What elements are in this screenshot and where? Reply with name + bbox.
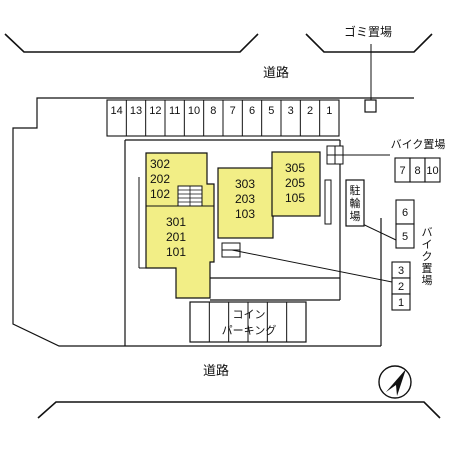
buildings: [138, 151, 321, 299]
unit-101: 101: [166, 245, 186, 259]
bicycle-rack-strip: [324, 179, 332, 225]
bike-right-lower-slot-3: 3: [398, 265, 404, 277]
parking-slot-1: 1: [326, 105, 332, 117]
road-upper-left-edge: [4, 33, 259, 53]
parking-slot-13: 13: [130, 105, 142, 117]
unit-103: 103: [235, 207, 255, 221]
garbage-box: [364, 99, 377, 113]
unit-102: 102: [150, 187, 170, 201]
coin-parking: コイン パーキング: [189, 301, 307, 343]
parking-slot-3: 3: [288, 105, 294, 117]
unit-105: 105: [285, 191, 305, 205]
building-right: [271, 151, 321, 217]
parking-slot-10: 10: [188, 105, 200, 117]
bike-top-slot-box: [424, 157, 441, 183]
roads: [4, 33, 441, 419]
unit-302: 302: [150, 157, 170, 171]
parking-slot-5: 5: [268, 105, 274, 117]
bike-right-slot-box: [395, 223, 415, 249]
bike-right-lower-slot-2: 2: [398, 281, 404, 293]
bike-right-lower-slot-1: 1: [398, 297, 404, 309]
bike-top-slot-8: 8: [414, 165, 420, 177]
site-outline: [12, 97, 414, 347]
parking-slot-2: 2: [307, 105, 313, 117]
north-arrow-icon: [378, 365, 412, 399]
bike-top-slot-10: 10: [426, 165, 438, 177]
coin-parking-stalls: [208, 302, 288, 342]
building-middle: [217, 167, 274, 239]
parking-slot-12: 12: [149, 105, 161, 117]
bike-parking-right-label: バイク置場: [422, 226, 433, 287]
bike-right-lower-slot-box: [391, 293, 411, 311]
road-label-bottom: 道路: [203, 363, 229, 379]
bicycle-parking-label: 駐輪場: [350, 183, 361, 223]
bike-parking-right: 65 321 バイク置場: [391, 199, 433, 311]
parking-slot-7: 7: [230, 105, 236, 117]
stair-treads: [178, 186, 202, 206]
parking-top-slots: 14 13 12 11 10 8 7 6 5 3 2 1: [111, 100, 332, 136]
garbage-area: ゴミ置場: [344, 24, 392, 113]
bike-right-lower-slots: 3 2 1: [391, 261, 411, 311]
unit-205: 205: [285, 176, 305, 190]
bike-right-upper-slots: 65: [395, 199, 415, 249]
coin-parking-label-2: パーキング: [222, 323, 277, 337]
road-lower-edge: [37, 401, 441, 419]
parking-top-row: 14 13 12 11 10 8 7 6 5 3 2 1: [106, 99, 340, 137]
bike-top-slot-7: 7: [399, 165, 405, 177]
unit-301: 301: [166, 215, 186, 229]
fixtures: [221, 145, 344, 258]
garbage-label: ゴミ置場: [344, 24, 392, 39]
bike-parking-top-label: バイク置場: [391, 138, 446, 151]
site-boundary: [12, 97, 414, 347]
bike-right-slot-6: 6: [402, 207, 408, 219]
parking-slot-8: 8: [210, 105, 216, 117]
unit-202: 202: [150, 172, 170, 186]
bike-right-slot-5: 5: [402, 231, 408, 243]
parking-slot-11: 11: [169, 105, 180, 117]
unit-305: 305: [285, 161, 305, 175]
road-upper-right-edge: [305, 33, 433, 53]
unit-labels: 302 202 102 301 201 101 303 203 103 305 …: [150, 157, 305, 259]
coin-parking-label-1: コイン: [233, 308, 266, 321]
parking-slot-14: 14: [111, 105, 123, 117]
unit-303: 303: [235, 177, 255, 191]
parking-slot-6: 6: [249, 105, 255, 117]
road-label-top: 道路: [263, 65, 289, 81]
bicycle-parking: 駐輪場: [345, 179, 365, 227]
unit-201: 201: [166, 230, 186, 244]
bicycle-parking-box: [345, 179, 365, 227]
unit-203: 203: [235, 192, 255, 206]
